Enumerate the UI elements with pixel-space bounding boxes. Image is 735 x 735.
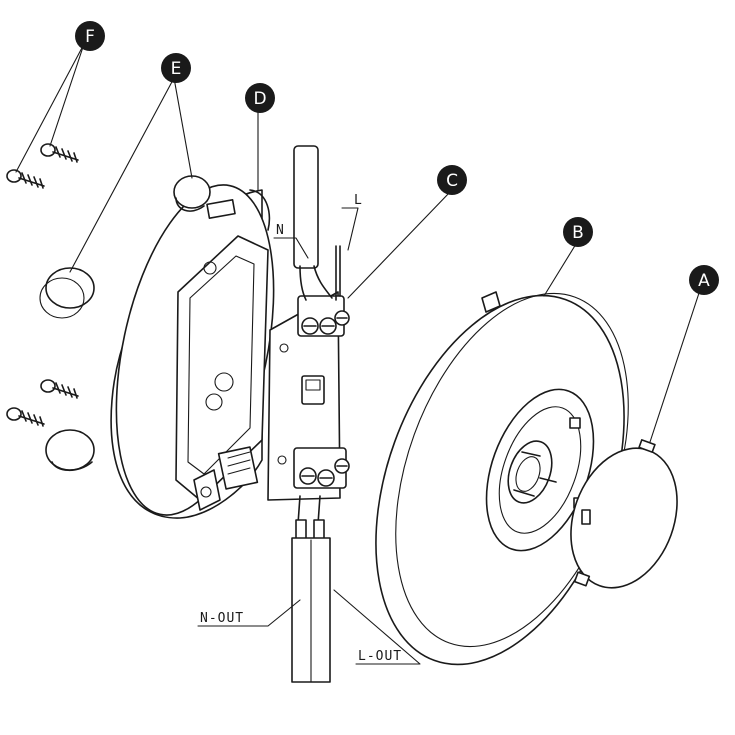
part-c-terminal-board bbox=[267, 291, 350, 501]
callout-f: F bbox=[75, 21, 105, 51]
part-f-screws bbox=[6, 143, 79, 427]
input-cable bbox=[293, 145, 341, 301]
wire-label-n-in: N bbox=[276, 223, 285, 238]
plug-middle bbox=[39, 267, 95, 319]
callout-a: A bbox=[689, 265, 719, 295]
wire-label-n-out: N-OUT bbox=[200, 611, 244, 626]
plug-bottom bbox=[45, 429, 95, 472]
callout-d: D bbox=[245, 83, 275, 113]
wire-label-l-out: L-OUT bbox=[358, 649, 402, 664]
plug-top bbox=[173, 175, 211, 212]
part-b-cover bbox=[375, 291, 629, 666]
callout-e: E bbox=[161, 53, 191, 83]
wire-label-l-in: L bbox=[354, 193, 363, 208]
callout-f-letter: F bbox=[85, 27, 95, 47]
output-cable bbox=[291, 495, 331, 683]
screw-4 bbox=[6, 407, 45, 427]
part-a-lens-cap bbox=[570, 439, 678, 589]
callout-c-letter: C bbox=[446, 171, 458, 191]
callout-b-letter: B bbox=[572, 223, 584, 243]
callout-e-letter: E bbox=[171, 59, 182, 79]
screw-3 bbox=[40, 379, 79, 399]
callout-c: C bbox=[437, 165, 467, 195]
wire-label-leaders bbox=[197, 207, 421, 665]
screw-2 bbox=[6, 169, 45, 189]
screw-1 bbox=[40, 143, 79, 163]
callout-b: B bbox=[563, 217, 593, 247]
callout-leaders bbox=[15, 43, 701, 443]
callout-d-letter: D bbox=[253, 89, 266, 109]
callout-a-letter: A bbox=[698, 271, 710, 291]
part-d-back-plate bbox=[110, 184, 275, 519]
